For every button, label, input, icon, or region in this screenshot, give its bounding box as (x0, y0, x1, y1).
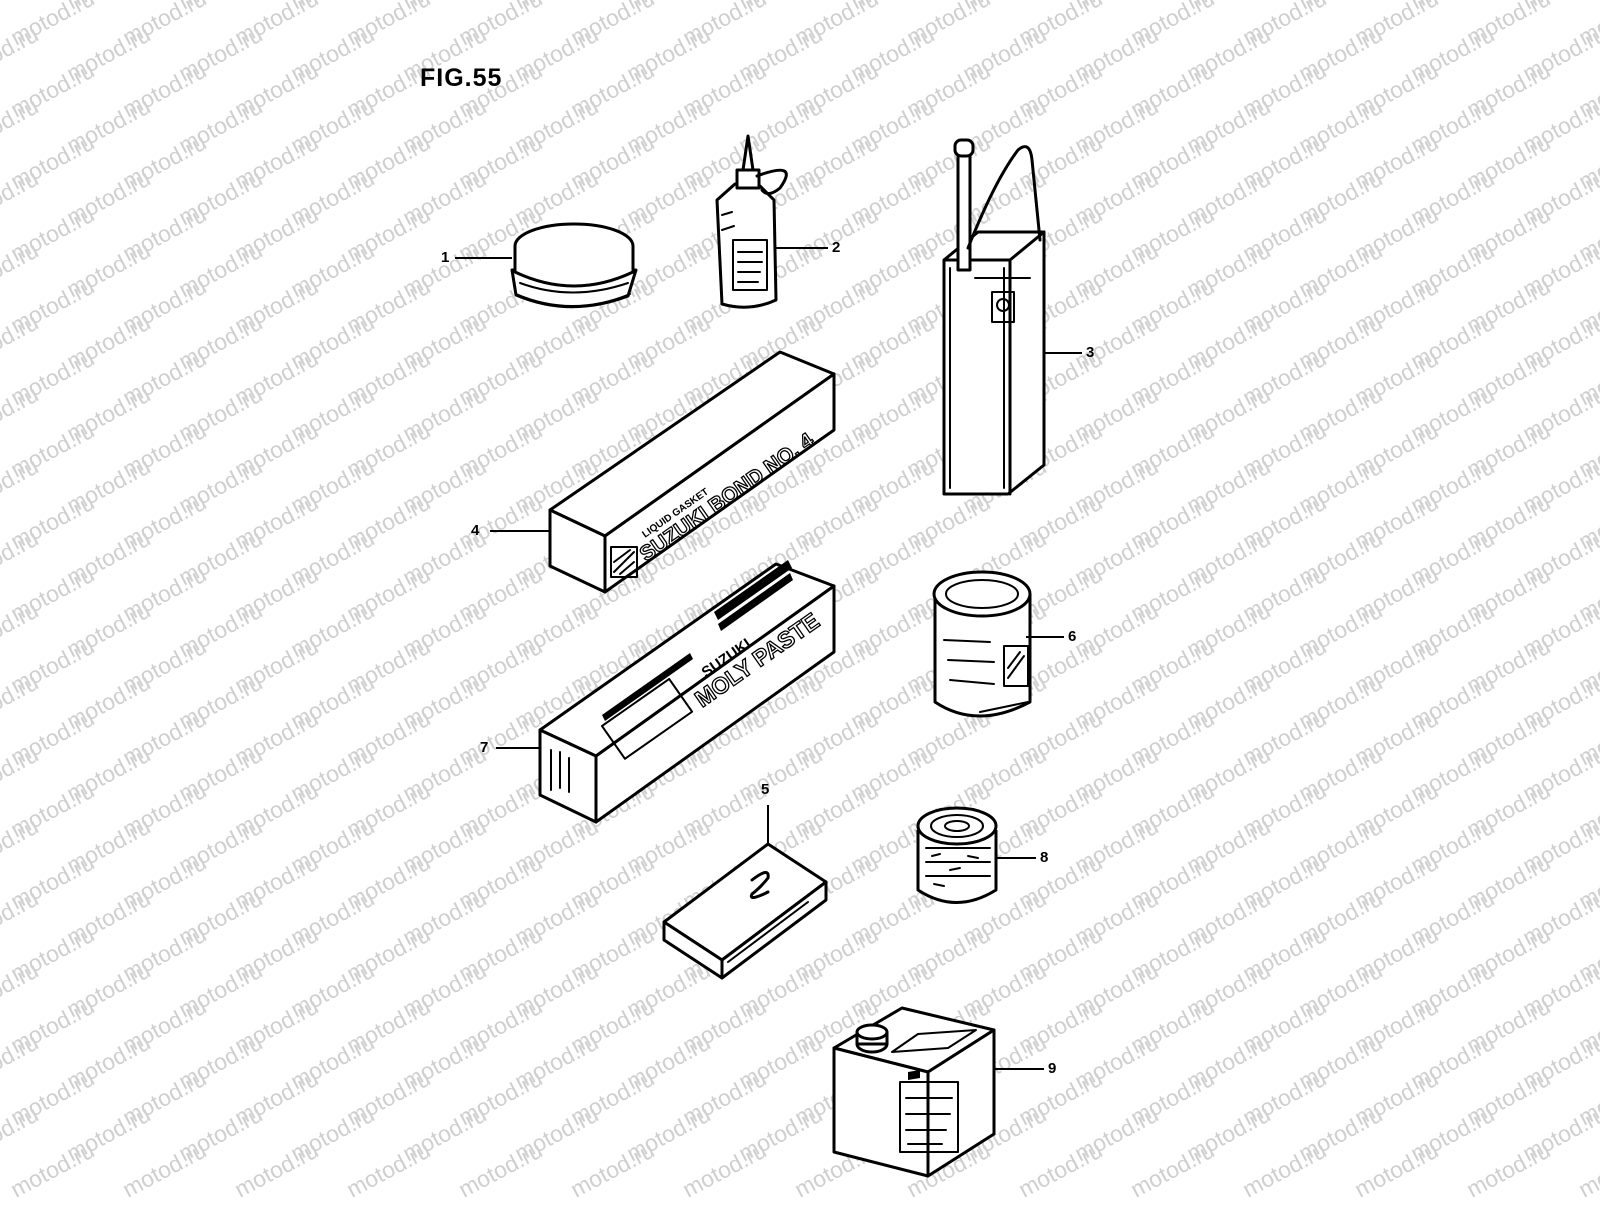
watermark-text: motod.ru (1014, 1137, 1106, 1200)
small-tin-icon (916, 806, 998, 904)
watermark-text: motod.ru (118, 1137, 210, 1200)
sealant-tub-icon (510, 222, 638, 309)
watermark-text: motod.ru (342, 1137, 434, 1200)
callout-6: 6 (1068, 628, 1077, 645)
callout-7: 7 (480, 739, 489, 756)
watermark-text: motod.ru (1238, 1137, 1330, 1200)
watermark-text: motod.ru (230, 1137, 322, 1200)
fuel-tin-icon (832, 1006, 996, 1178)
callout-leaders (455, 247, 1082, 1070)
watermark-text: motod.ru (1350, 1137, 1442, 1200)
paint-can-icon (932, 570, 1032, 718)
oil-bottle-icon (715, 134, 788, 309)
watermark-text: motod.ru (454, 1137, 546, 1200)
callout-2: 2 (832, 239, 841, 256)
watermark-text: motod.ru (1126, 1137, 1218, 1200)
oil-can-icon (942, 138, 1046, 496)
callout-1: 1 (441, 249, 450, 266)
watermark-text: motod.ru (566, 1137, 658, 1200)
callout-4: 4 (471, 522, 480, 539)
watermark-text: motod.ru (6, 1137, 98, 1200)
figure-title: FIG.55 (420, 64, 503, 92)
grease-case-icon (662, 842, 828, 980)
watermark-text: motod.ru (1462, 1137, 1554, 1200)
callout-5: 5 (761, 781, 770, 798)
watermark-text: motod.ru (678, 1137, 770, 1200)
callout-9: 9 (1048, 1060, 1057, 1077)
watermark-text: motod.ru (1574, 1137, 1600, 1200)
callout-8: 8 (1040, 849, 1049, 866)
callout-3: 3 (1086, 344, 1095, 361)
